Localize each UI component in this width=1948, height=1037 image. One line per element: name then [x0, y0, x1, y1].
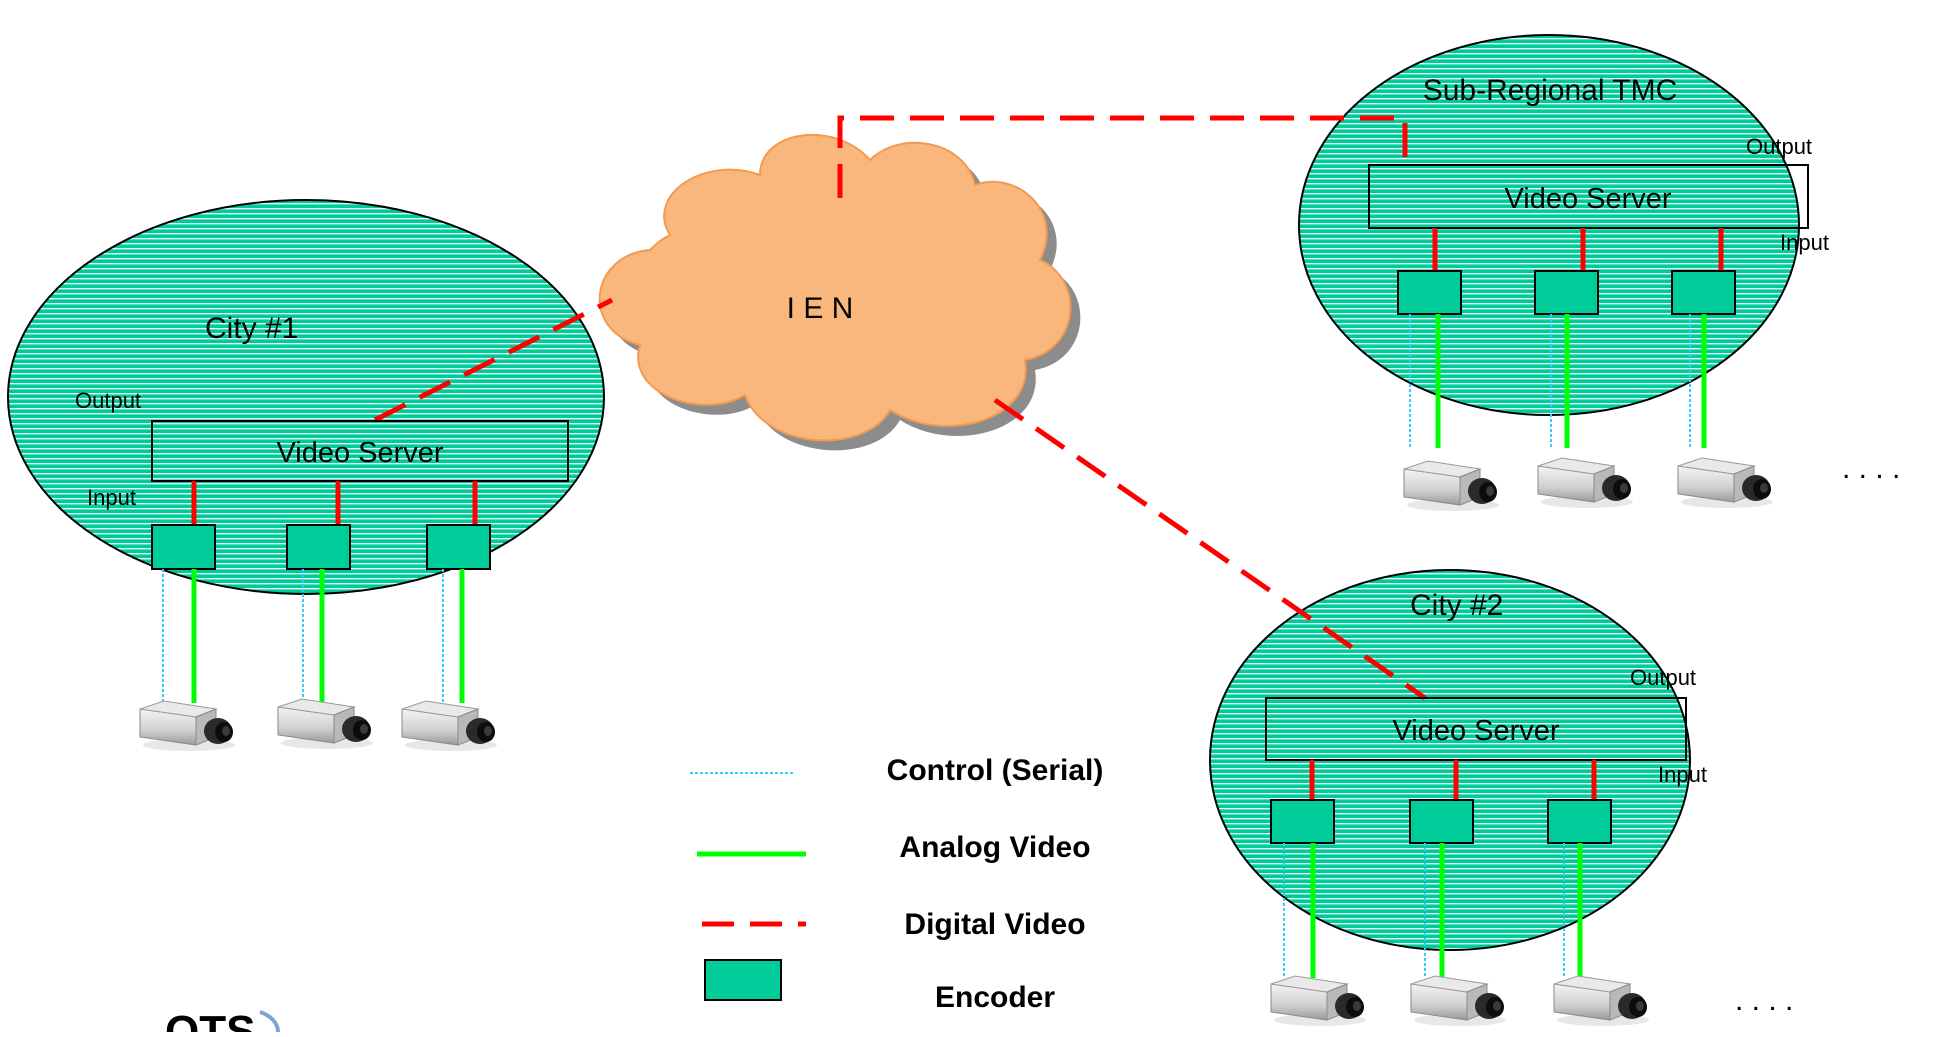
legend-control-label: Control (Serial) — [887, 754, 1104, 787]
camera-icon — [1270, 975, 1367, 1027]
digital-links — [373, 115, 1427, 701]
tmc-control-lines — [1409, 314, 1691, 448]
city1-input-links — [191, 481, 478, 525]
tmc-video-server-label: Video Server — [1504, 183, 1671, 215]
legend-encoder-swatch — [704, 959, 782, 1001]
city1-title: City #1 — [205, 312, 298, 345]
ien-cloud — [598, 133, 1081, 451]
legend-encoder-label: Encoder — [935, 981, 1055, 1014]
city2-video-server-label: Video Server — [1392, 715, 1559, 747]
logo-text: OTS — [165, 1007, 255, 1032]
city1-control-lines — [162, 569, 444, 703]
tmc-video-server — [1368, 164, 1809, 229]
city2-input-label: Input — [1658, 762, 1707, 787]
city1-video-server — [151, 420, 569, 482]
camera-icon — [139, 700, 236, 752]
city2-encoders — [1270, 799, 1612, 844]
encoder-box — [1671, 270, 1736, 315]
city2-title: City #2 — [1410, 589, 1503, 622]
camera-icon — [1537, 457, 1634, 509]
tmc-analog-lines — [1435, 314, 1707, 448]
city2-input-links — [1309, 760, 1597, 800]
tmc-output-label: Output — [1746, 134, 1812, 159]
link-tmc-ien — [837, 115, 1408, 198]
city2-analog-lines — [1310, 843, 1583, 978]
encoder-box — [1397, 270, 1462, 315]
camera-icon — [1553, 975, 1650, 1027]
ien-label: I E N — [787, 292, 854, 325]
camera-icon — [401, 700, 498, 752]
encoder-box — [1409, 799, 1474, 844]
camera-icon — [1410, 975, 1507, 1027]
tmc-continuation-dots: . . . . — [1842, 452, 1900, 485]
legend-analog-label: Analog Video — [899, 831, 1090, 864]
encoder-box — [1270, 799, 1335, 844]
tmc-encoders — [1397, 270, 1736, 315]
city1-output-label: Output — [75, 388, 141, 413]
city1-encoders — [151, 524, 491, 570]
city1-video-server-label: Video Server — [276, 437, 443, 469]
city1-analog-lines — [191, 569, 465, 703]
city2-continuation-dots: . . . . — [1735, 984, 1793, 1017]
encoder-box — [151, 524, 216, 570]
ots-logo: OTS — [165, 1007, 280, 1037]
link-city2-ien — [993, 397, 1427, 701]
city1-site-area — [7, 199, 605, 595]
city2-control-lines — [1283, 843, 1565, 978]
encoder-box — [1534, 270, 1599, 315]
tmc-input-label: Input — [1780, 230, 1829, 255]
city2-video-server — [1265, 697, 1687, 761]
tmc-title: Sub-Regional TMC — [1423, 74, 1678, 107]
camera-icon — [1403, 460, 1500, 512]
encoder-box — [286, 524, 351, 570]
city2-output-label: Output — [1630, 665, 1696, 690]
link-city1-ien — [373, 297, 614, 423]
encoder-box — [426, 524, 491, 570]
camera-icon — [1677, 457, 1774, 509]
camera-icon — [277, 698, 374, 750]
encoder-box — [1547, 799, 1612, 844]
tmc-site-area — [1298, 34, 1800, 416]
city1-input-label: Input — [87, 485, 136, 510]
tmc-input-links — [1432, 228, 1724, 271]
legend: Control (Serial) Analog Video Digital Vi… — [690, 754, 1103, 1014]
legend-digital-label: Digital Video — [904, 908, 1085, 941]
